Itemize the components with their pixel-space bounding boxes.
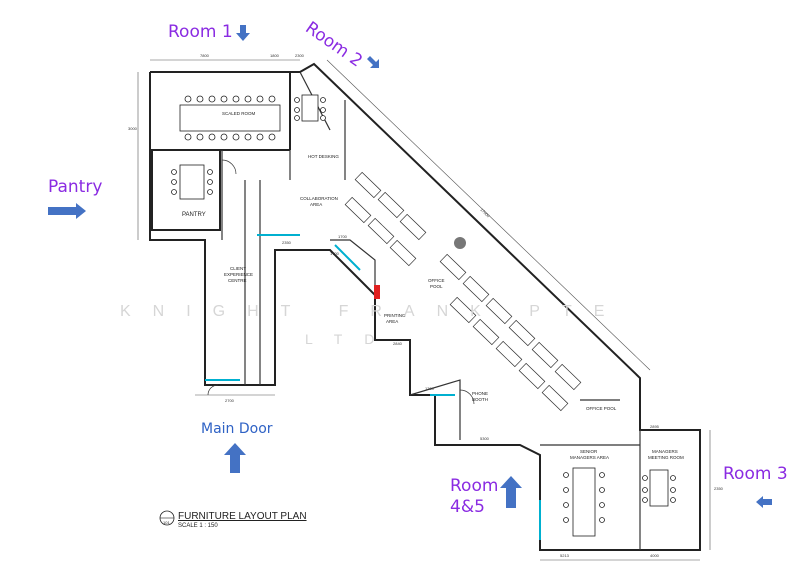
callout-room-45-line1: Room <box>450 476 499 496</box>
callout-room-3: Room 3 <box>723 464 788 484</box>
arrow-down-icon <box>236 25 250 41</box>
label-office-pool-small: OFFICE POOL <box>586 406 617 411</box>
dimension-lines <box>137 59 711 561</box>
callout-room-45-line2: 4&5 <box>450 497 485 517</box>
dim-top-3: 2300 <box>295 53 305 58</box>
label-printing-2: AREA <box>386 319 398 324</box>
dim-mid-5: 5300 <box>480 436 490 441</box>
dim-mid-4: 1300 <box>425 386 435 391</box>
label-cec-3: CENTRE <box>228 278 247 283</box>
dim-bottom-left: 2700 <box>225 398 235 403</box>
label-mgr-meeting-1: MANAGERS <box>652 449 678 454</box>
label-phone-booth-1: PHONE <box>472 391 488 396</box>
watermark: KNIGHT FRANK PTE <box>120 303 627 320</box>
dim-side-1: 3000 <box>128 126 138 131</box>
partitions <box>221 71 641 550</box>
dim-mid-6: 2895 <box>650 424 660 429</box>
room45-table <box>563 467 605 537</box>
plan-title: FURNITURE LAYOUT PLAN <box>178 511 307 522</box>
pantry-table <box>171 164 213 200</box>
label-phone-booth-2: BOOTH <box>472 397 488 402</box>
room2-meeting-table <box>294 94 326 122</box>
label-collab-1: COLLABORATION <box>300 196 338 201</box>
arrow-left-icon <box>756 496 772 508</box>
label-hot-desking: HOT DESKING <box>308 154 339 159</box>
dim-bottom-right-2: 4000 <box>650 553 660 558</box>
dim-mid-2: 2840 <box>393 341 403 346</box>
dim-top-1: 7800 <box>200 53 210 58</box>
dim-diag: 17000 <box>479 207 491 219</box>
arrow-up-icon-room45 <box>500 476 522 508</box>
room1-meeting-table <box>179 95 281 141</box>
label-scaled-room: SCALED ROOM <box>222 111 256 116</box>
dim-mid-3: 2350 <box>282 240 292 245</box>
room3-table <box>642 469 676 507</box>
door-swings <box>207 159 475 405</box>
callout-room-1: Room 1 <box>168 22 233 42</box>
watermark-2: LTD <box>305 331 397 347</box>
workstations <box>344 171 582 412</box>
dim-bottom-right-1: 5213 <box>560 553 570 558</box>
label-cec-1: CLIENT <box>230 266 246 271</box>
dim-side-2: 2350 <box>714 486 724 491</box>
label-mgr-meeting-2: MEETING ROOM <box>648 455 684 460</box>
plan-scale: SCALE 1 : 150 <box>178 523 218 529</box>
dim-top-2: 1800 <box>270 53 280 58</box>
label-cec-2: EXPERIENCE <box>224 272 253 277</box>
arrow-right-icon <box>48 203 86 219</box>
label-collab-2: AREA <box>310 202 322 207</box>
label-printing-1: PRINTING <box>384 313 406 318</box>
arrow-up-icon <box>224 443 246 473</box>
plan-ref-number: 101 <box>163 520 170 525</box>
column-marker <box>454 237 466 249</box>
dim-mid-7: 1700 <box>338 234 348 239</box>
callout-main-door: Main Door <box>201 421 273 437</box>
label-senior-1: SENIOR <box>580 449 598 454</box>
arrow-down-right-icon <box>367 56 379 68</box>
callout-pantry: Pantry <box>48 177 103 197</box>
glass-partitions <box>205 234 541 540</box>
label-pantry: PANTRY <box>182 212 206 218</box>
label-office-pool-1: OFFICE <box>428 278 445 283</box>
label-office-pool-2: POOL <box>430 284 443 289</box>
dim-mid-1: 1700 <box>330 251 340 256</box>
label-senior-2: MANAGERS AREA <box>570 455 609 460</box>
red-marker <box>374 285 380 299</box>
